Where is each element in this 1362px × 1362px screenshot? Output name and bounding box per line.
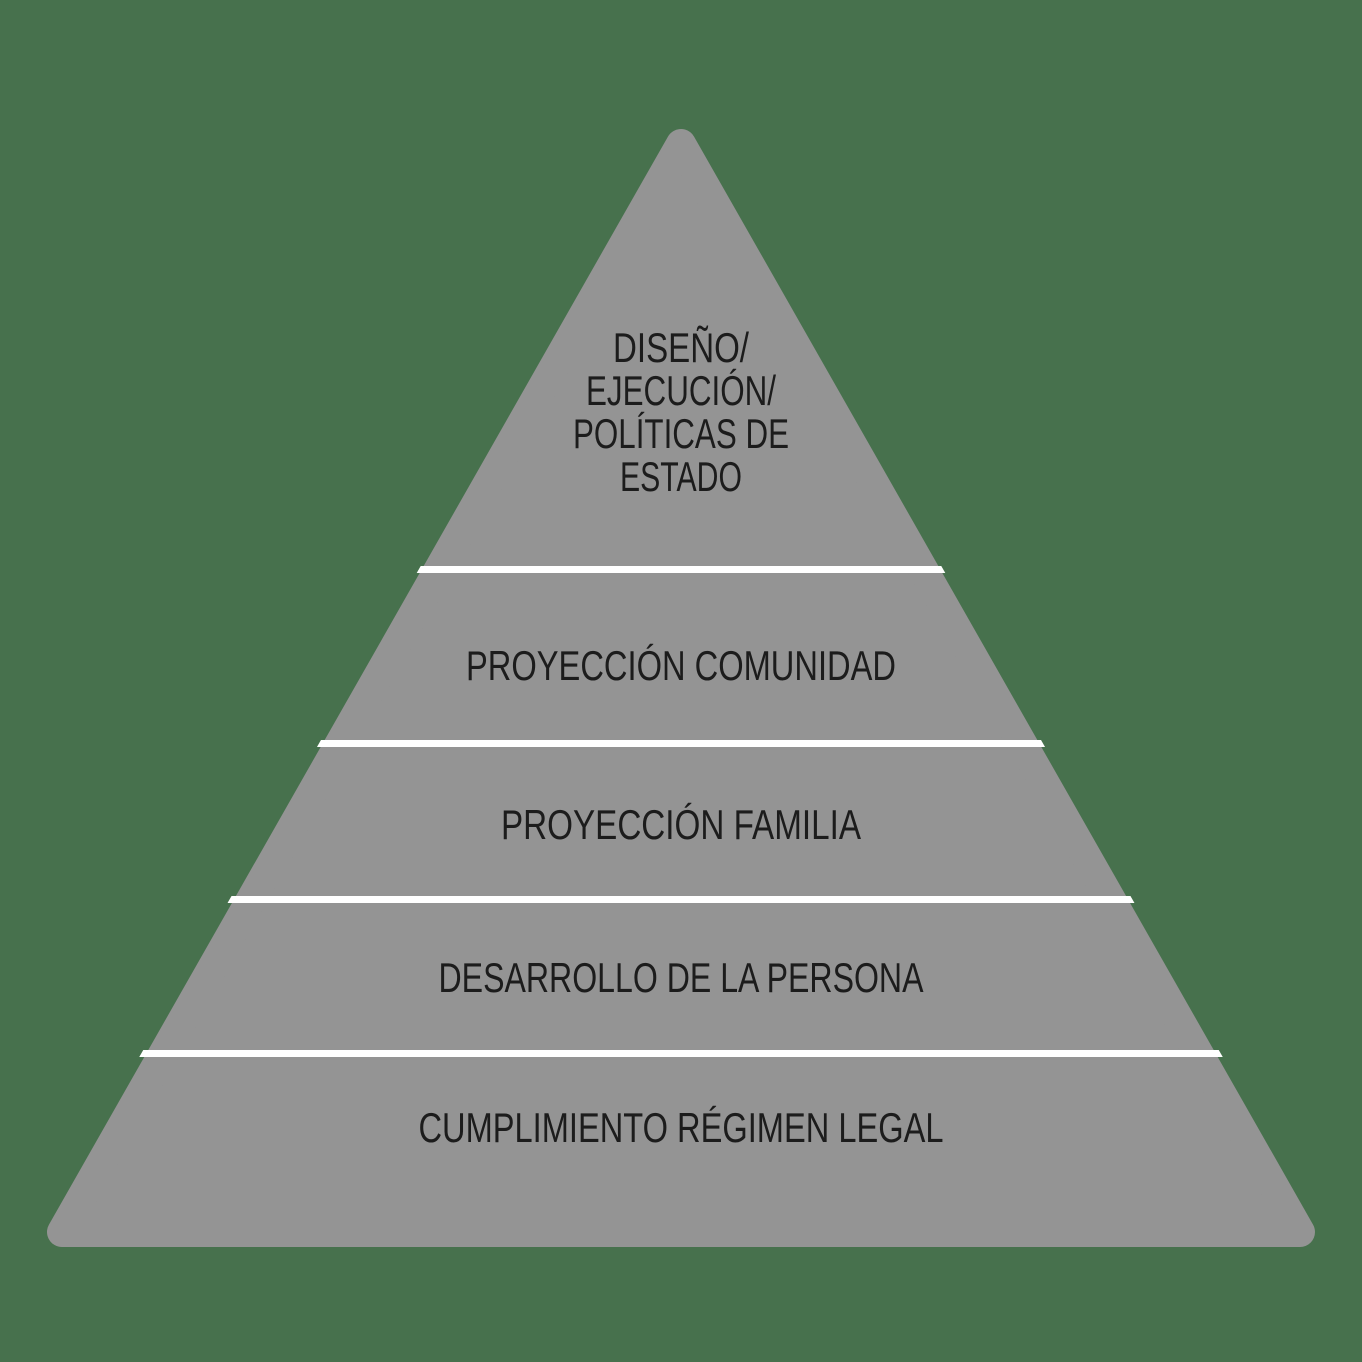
divider-line-2 (24, 740, 1338, 747)
divider-line-4 (24, 1050, 1338, 1057)
pyramid-shape (47, 129, 1315, 1247)
level-1-line-1: DISEÑO/ (613, 324, 749, 371)
divider-line-1 (24, 566, 1338, 573)
level-1-line-3: POLÍTICAS DE (573, 410, 789, 457)
divider-line-3 (24, 896, 1338, 903)
level-2-label: PROYECCIÓN COMUNIDAD (466, 642, 896, 689)
level-3-label: PROYECCIÓN FAMILIA (501, 801, 861, 848)
divider-lines (24, 566, 1338, 1057)
level-1-line-4: ESTADO (620, 453, 742, 500)
level-4-label: DESARROLLO DE LA PERSONA (439, 954, 924, 1001)
level-5-label: CUMPLIMIENTO RÉGIMEN LEGAL (419, 1104, 944, 1151)
level-1-label: DISEÑO/ EJECUCIÓN/ POLÍTICAS DE ESTADO (573, 324, 789, 500)
level-1-line-2: EJECUCIÓN/ (586, 367, 776, 414)
